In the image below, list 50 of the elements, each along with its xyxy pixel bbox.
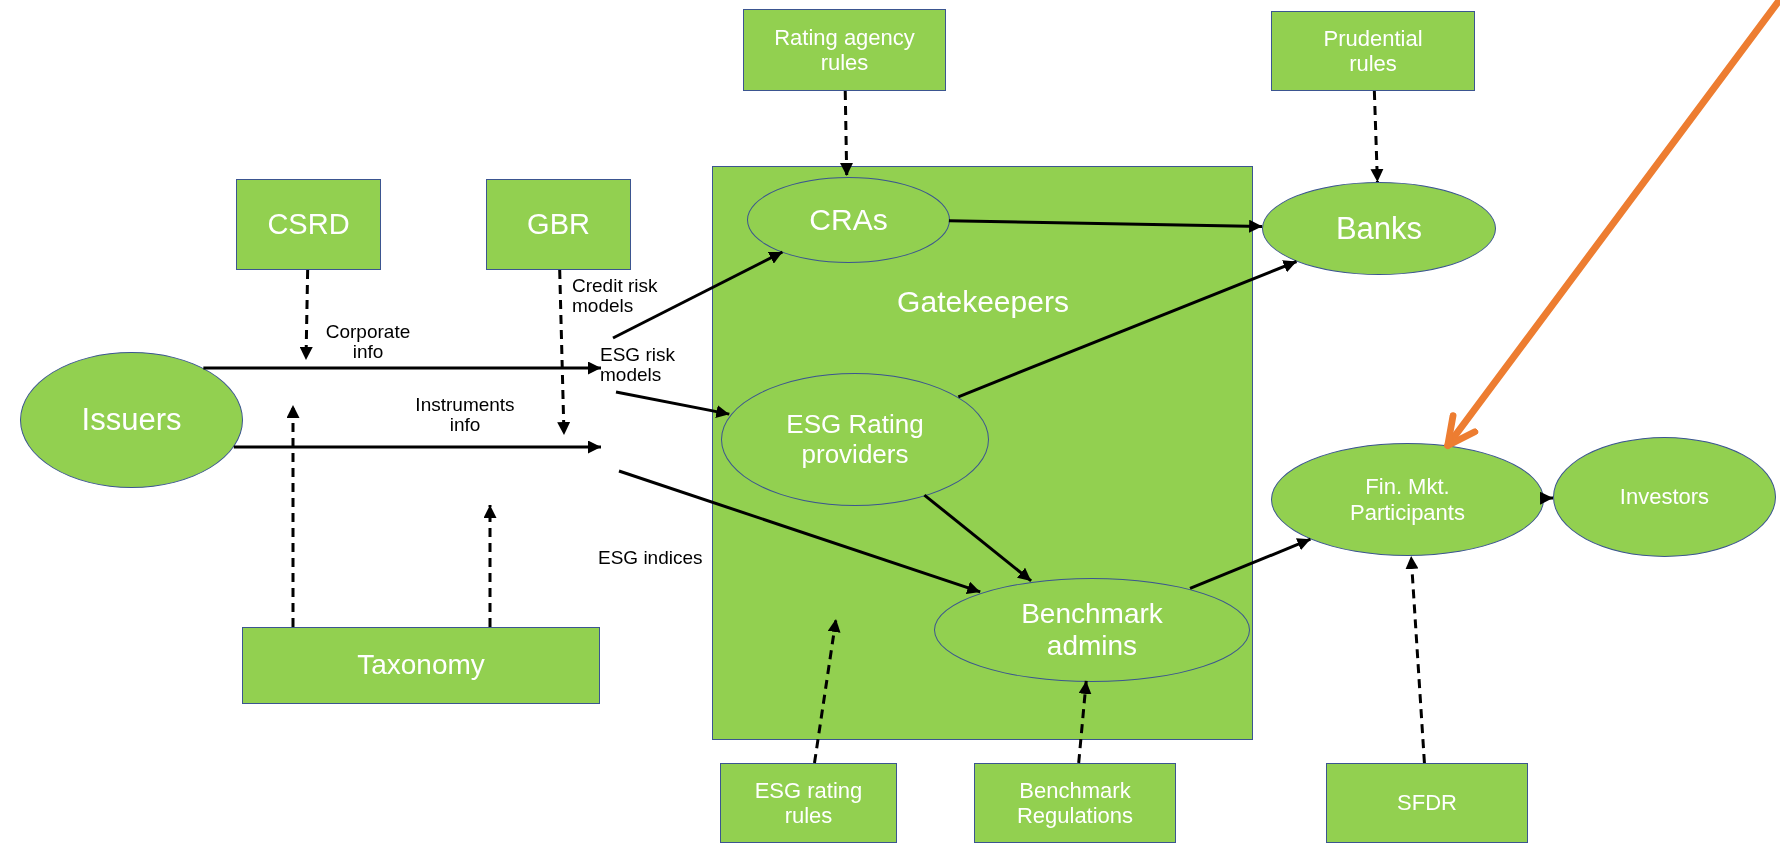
- arrow: [923, 493, 1033, 583]
- edge-label: Credit risk models: [572, 276, 659, 316]
- node-label: Rating agency rules: [773, 24, 916, 76]
- edge-label: ESG risk models: [600, 345, 676, 385]
- dashed-arrow: [813, 618, 841, 764]
- pointer-arrow: [1444, 0, 1780, 449]
- node-label: Investors: [1619, 484, 1710, 510]
- edge-label: Corporate info: [324, 322, 412, 362]
- arrow: [612, 250, 784, 340]
- node-label: SFDR: [1397, 790, 1457, 816]
- arrow: [618, 469, 981, 594]
- node-label: CRAs: [809, 202, 888, 238]
- arrow: [615, 390, 730, 419]
- dashed-arrow: [483, 505, 497, 627]
- dashed-arrow: [1370, 90, 1384, 183]
- node-label: Benchmark admins: [1020, 597, 1164, 663]
- dashed-arrow: [1077, 680, 1092, 764]
- arrow: [203, 361, 601, 375]
- regulation-box: [486, 179, 631, 270]
- regulation-box: [974, 763, 1176, 843]
- dashed-arrow: [1405, 555, 1426, 764]
- regulation-box: [743, 9, 946, 91]
- node-label: Benchmark Regulations: [1015, 777, 1135, 829]
- regulation-box: [1271, 11, 1475, 91]
- node-label: CSRD: [267, 207, 350, 242]
- node-label: ESG Rating providers: [785, 409, 925, 470]
- node-label: Banks: [1335, 210, 1423, 247]
- regulation-box: [242, 627, 600, 704]
- dashed-arrow: [299, 269, 313, 361]
- arrow: [1189, 537, 1311, 590]
- dashed-arrow: [840, 90, 853, 177]
- node-label: Fin. Mkt. Participants: [1349, 474, 1466, 525]
- node-label: ESG rating rules: [753, 777, 864, 829]
- regulation-box: [720, 763, 897, 843]
- edge-label: Instruments info: [414, 395, 516, 435]
- arrow: [957, 260, 1298, 399]
- arrow: [1539, 491, 1554, 505]
- arrow: [948, 219, 1263, 233]
- group-box: [712, 166, 1253, 740]
- dashed-arrow: [557, 269, 571, 436]
- regulation-box: [236, 179, 381, 270]
- dashed-arrow: [286, 405, 300, 627]
- node-label: GBR: [527, 207, 590, 242]
- node-label: Taxonomy: [357, 649, 485, 682]
- edge-label: ESG indices: [598, 548, 704, 568]
- group-title: Gatekeepers: [896, 285, 1070, 319]
- node-label: Prudential rules: [1322, 25, 1424, 77]
- regulation-box: [1326, 763, 1528, 843]
- node-label: Issuers: [81, 402, 182, 438]
- arrow: [233, 440, 601, 454]
